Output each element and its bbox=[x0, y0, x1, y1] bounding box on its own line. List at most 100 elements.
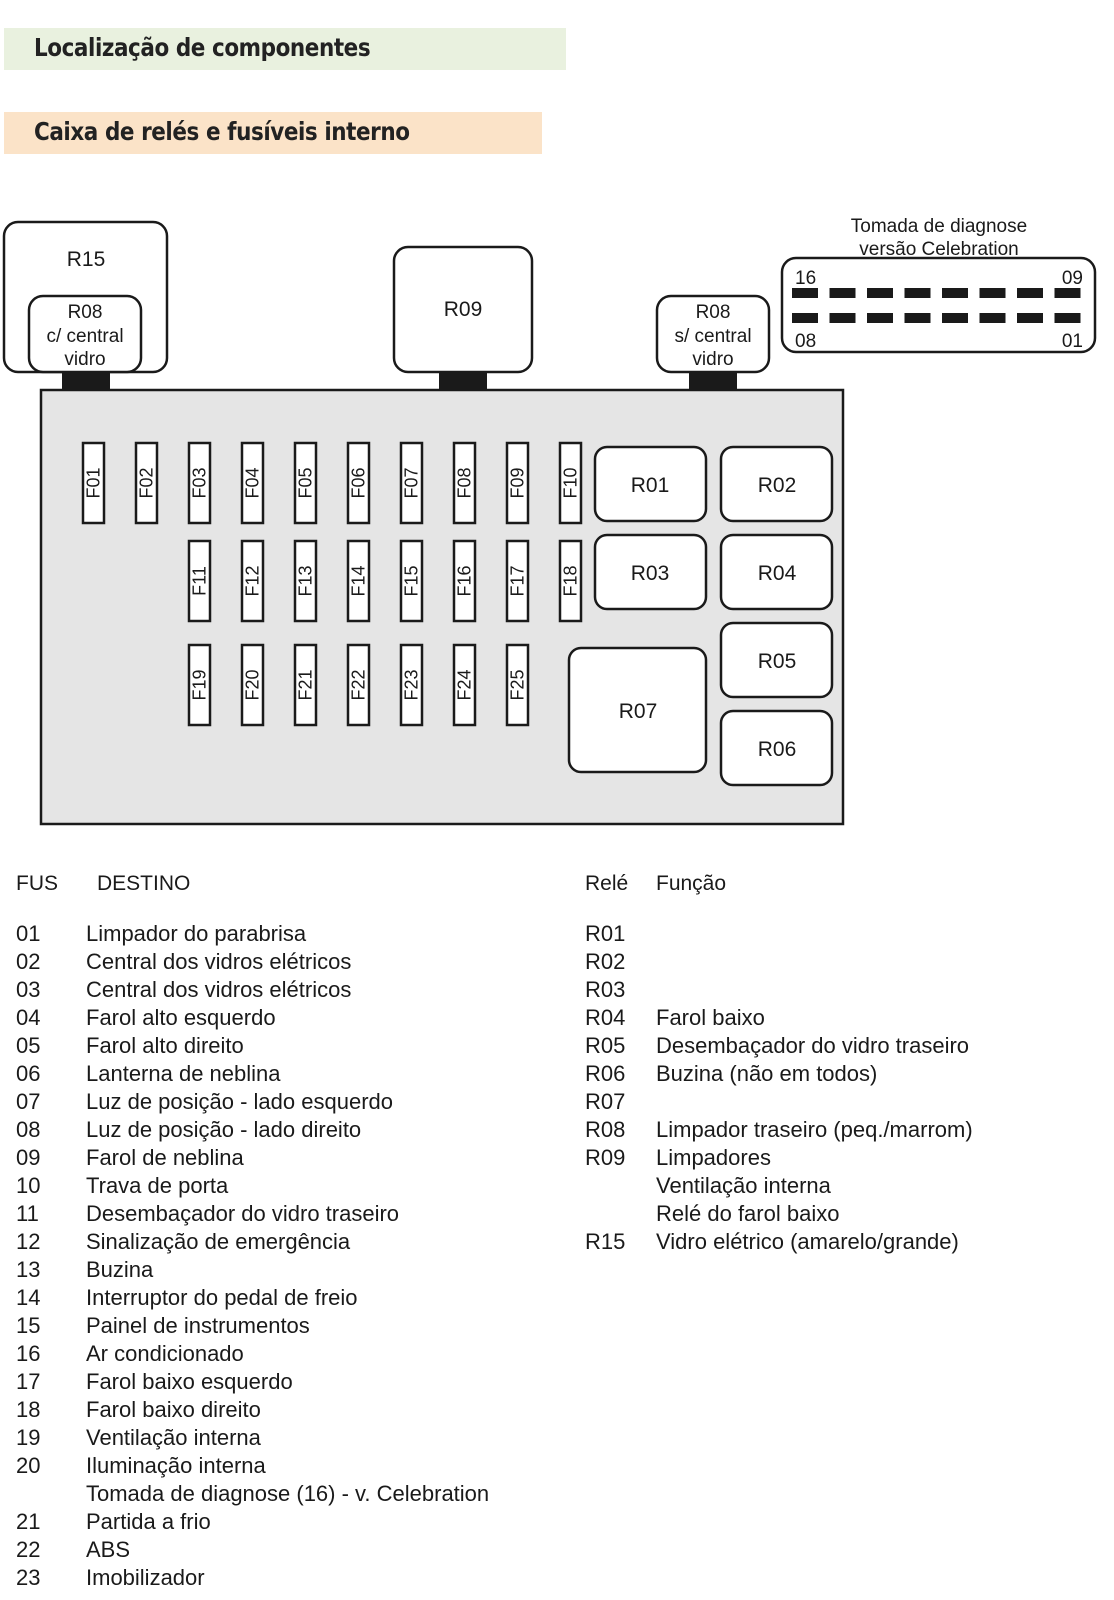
diag-connector-title-1: Tomada de diagnose bbox=[851, 216, 1027, 237]
fuse-number: 05 bbox=[16, 1033, 41, 1058]
relay-r08-right-line2: s/ central bbox=[674, 326, 751, 347]
relay-id: R07 bbox=[585, 1089, 626, 1114]
relay-r08-right-line3: vidro bbox=[692, 349, 733, 370]
page-title-banner: Localização de componentes bbox=[4, 28, 566, 70]
relay-id: R03 bbox=[585, 977, 626, 1002]
fuse-number: 17 bbox=[16, 1369, 41, 1394]
fuse-destination: Farol alto direito bbox=[86, 1033, 244, 1058]
fuse-number: 04 bbox=[16, 1005, 41, 1030]
relay-function: Desembaçador do vidro traseiro bbox=[656, 1033, 970, 1058]
fuse-f08: F08 bbox=[452, 441, 477, 525]
fuse-label: F13 bbox=[296, 565, 316, 596]
fuse-number: 23 bbox=[16, 1565, 41, 1590]
relay-table-row: R07 bbox=[585, 1088, 1105, 1116]
fuse-table-col-fus: FUS bbox=[16, 872, 58, 895]
fuse-number: 09 bbox=[16, 1145, 41, 1170]
fuse-f11: F11 bbox=[187, 539, 212, 623]
fuse-destination: Farol baixo esquerdo bbox=[86, 1369, 293, 1394]
relay-function: Relé do farol baixo bbox=[656, 1201, 840, 1226]
diag-pin bbox=[979, 313, 1006, 323]
fuse-f12: F12 bbox=[240, 539, 265, 623]
fuse-f03: F03 bbox=[187, 441, 212, 525]
fuse-label: F24 bbox=[455, 669, 475, 700]
fuse-f10: F10 bbox=[558, 441, 583, 525]
fuse-f20: F20 bbox=[240, 643, 265, 727]
fuse-number: 15 bbox=[16, 1313, 41, 1338]
fuse-destination: Partida a frio bbox=[86, 1509, 211, 1534]
diag-pin bbox=[904, 288, 931, 298]
fuse-f06: F06 bbox=[346, 441, 371, 525]
diag-pin bbox=[867, 313, 893, 323]
relay-r05-label: R05 bbox=[758, 650, 797, 673]
fuse-label: F06 bbox=[349, 467, 369, 498]
fuse-table-row: 17 Farol baixo esquerdo bbox=[16, 1368, 556, 1396]
fuse-label: F01 bbox=[84, 467, 104, 498]
fuse-destination: Trava de porta bbox=[86, 1173, 229, 1198]
relay-r03-label: R03 bbox=[631, 562, 670, 585]
relay-r02-label: R02 bbox=[758, 474, 797, 497]
fuse-f17: F17 bbox=[505, 539, 530, 623]
section-title-banner: Caixa de relés e fusíveis interno bbox=[4, 112, 542, 154]
diag-pin-row bbox=[792, 288, 1081, 323]
fuse-label: F04 bbox=[243, 467, 263, 498]
fuse-destination: Central dos vidros elétricos bbox=[86, 977, 352, 1002]
diag-pin bbox=[1017, 288, 1043, 298]
fuse-f15: F15 bbox=[399, 539, 424, 623]
relay-r08-left-line3: vidro bbox=[64, 349, 105, 370]
diag-pin bbox=[904, 313, 931, 323]
fuse-label: F12 bbox=[243, 565, 263, 596]
relay-r07-label: R07 bbox=[619, 700, 658, 723]
diag-pin bbox=[1054, 288, 1081, 298]
fuse-label: F17 bbox=[508, 565, 528, 596]
fuse-label: F25 bbox=[508, 669, 528, 700]
fuse-destination: Desembaçador do vidro traseiro bbox=[86, 1201, 400, 1226]
relay-function: Farol baixo bbox=[656, 1005, 765, 1030]
connector-r15 bbox=[62, 372, 110, 390]
relay-function: Limpador traseiro (peq./marrom) bbox=[656, 1117, 973, 1142]
fuse-destination: Interruptor do pedal de freio bbox=[86, 1285, 358, 1310]
diag-connector bbox=[780, 256, 1097, 354]
relay-r01-label: R01 bbox=[631, 474, 670, 497]
diag-pin bbox=[1054, 313, 1081, 323]
fuse-f25: F25 bbox=[505, 643, 530, 727]
fuse-number: 22 bbox=[16, 1537, 41, 1562]
relay-r03: R03 bbox=[593, 533, 708, 611]
relay-table-col-funcao: Função bbox=[656, 872, 727, 895]
fuse-f01: F01 bbox=[81, 441, 106, 525]
diag-pin bbox=[792, 288, 818, 298]
fuse-label: F05 bbox=[296, 467, 316, 498]
fuse-f07: F07 bbox=[399, 441, 424, 525]
fuse-f14: F14 bbox=[346, 539, 371, 623]
relay-table-row: R02 bbox=[585, 948, 1105, 976]
fuse-label: F09 bbox=[508, 467, 528, 498]
fuse-label: F19 bbox=[190, 669, 210, 700]
relay-table-col-rele: Relé bbox=[585, 872, 629, 895]
fuse-destination: ABS bbox=[86, 1537, 131, 1562]
fuse-f18: F18 bbox=[558, 539, 583, 623]
fuse-label: F11 bbox=[190, 566, 210, 596]
fuse-number: 18 bbox=[16, 1397, 41, 1422]
fuse-table-row: 22 ABS bbox=[16, 1536, 556, 1564]
fuse-destination: Buzina bbox=[86, 1257, 154, 1282]
fuse-box-diagram: R15 R08 c/ central vidro R09 R08 s/ cent… bbox=[2, 216, 1097, 826]
fuse-table-col-destino: DESTINO bbox=[97, 872, 191, 895]
relay-r08-left-line2: c/ central bbox=[46, 326, 123, 347]
diag-pin-09: 09 bbox=[1062, 268, 1083, 289]
fuse-f04: F04 bbox=[240, 441, 265, 525]
